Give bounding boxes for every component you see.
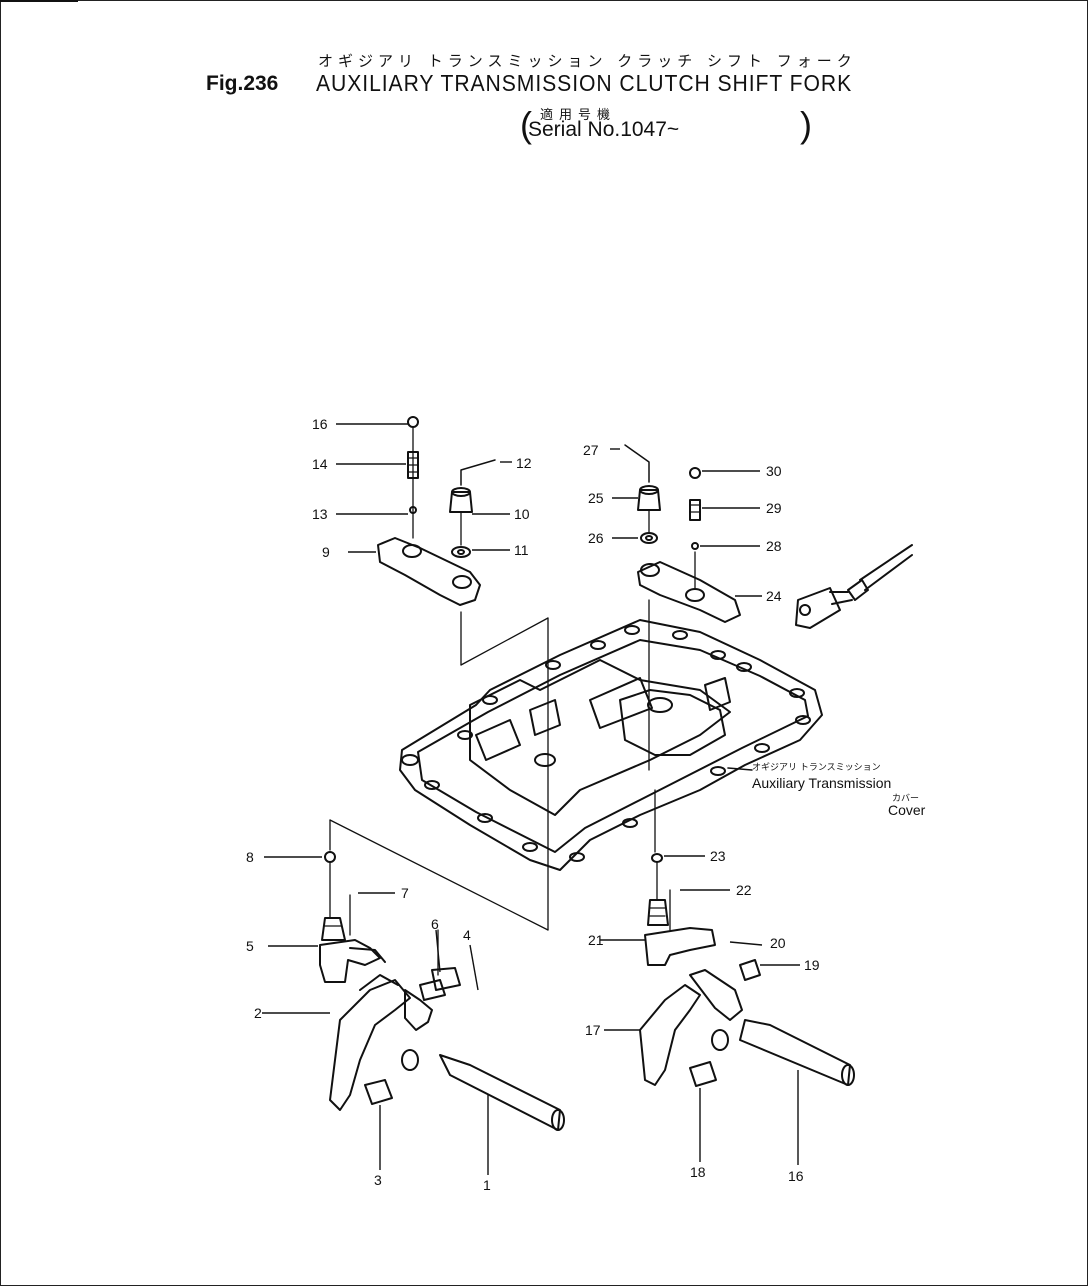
callout-9: 9 [322, 544, 330, 560]
cover-note-jp-1: オギジアリ トランスミッション [752, 762, 881, 773]
callout-16: 16 [312, 416, 328, 432]
callout-20: 20 [770, 935, 786, 951]
figure-number: Fig.236 [206, 72, 279, 95]
callout-14: 14 [312, 456, 328, 472]
serial-range: Serial No.1047~ [528, 118, 680, 141]
callout-25: 25 [588, 490, 604, 506]
callout-26: 26 [588, 530, 604, 546]
callout-19: 19 [804, 957, 820, 973]
callout-7: 7 [401, 885, 409, 901]
callout-13: 13 [312, 506, 328, 522]
corner-mark [0, 0, 78, 2]
callout-5: 5 [246, 938, 254, 954]
serial-paren-right: ) [800, 104, 812, 145]
callout-10: 10 [514, 506, 530, 522]
callout-28: 28 [766, 538, 782, 554]
callout-27: 27 [583, 442, 599, 458]
lever-right-assembly [624, 444, 741, 623]
serial-paren-left: ( [520, 104, 532, 145]
title-japanese: オギジアリ トランスミッション クラッチ シフト フォーク [318, 52, 857, 70]
serial-japanese: 適用号機 [540, 108, 617, 123]
callout-11: 11 [514, 542, 529, 558]
assembly-lines [329, 599, 656, 931]
cover-note-en-2: Cover [888, 802, 926, 818]
callout-16: 16 [788, 1168, 804, 1184]
callout-2: 2 [254, 1005, 262, 1021]
cover-note-jp-2: カバー [892, 793, 919, 804]
callout-4: 4 [463, 927, 471, 943]
callout-21: 21 [588, 932, 604, 948]
title-english: AUXILIARY TRANSMISSION CLUTCH SHIFT FORK [316, 70, 853, 96]
fork-right-assembly [639, 853, 855, 1087]
callout-3: 3 [374, 1172, 382, 1188]
callout-30: 30 [766, 463, 782, 479]
callout-8: 8 [246, 849, 254, 865]
cover-leader-line [727, 767, 753, 771]
callout-12: 12 [516, 455, 532, 471]
transmission-cover [399, 619, 823, 871]
callout-1: 1 [483, 1177, 491, 1193]
callout-18: 18 [690, 1164, 706, 1180]
callout-17: 17 [585, 1022, 601, 1038]
callout-22: 22 [736, 882, 752, 898]
cover-note-en-1: Auxiliary Transmission [752, 775, 891, 791]
callout-6: 6 [431, 916, 439, 932]
lever-left-assembly [377, 416, 496, 606]
fork-left-assembly [319, 851, 565, 1131]
leader-lines [262, 423, 800, 1175]
callout-29: 29 [766, 500, 782, 516]
cover-note: オギジアリ トランスミッション Auxiliary Transmission カ… [752, 762, 926, 818]
callout-24: 24 [766, 588, 782, 604]
shift-cable [795, 544, 913, 629]
callout-23: 23 [710, 848, 726, 864]
title-block: オギジアリ トランスミッション クラッチ シフト フォーク Fig.236 AU… [0, 0, 1090, 160]
